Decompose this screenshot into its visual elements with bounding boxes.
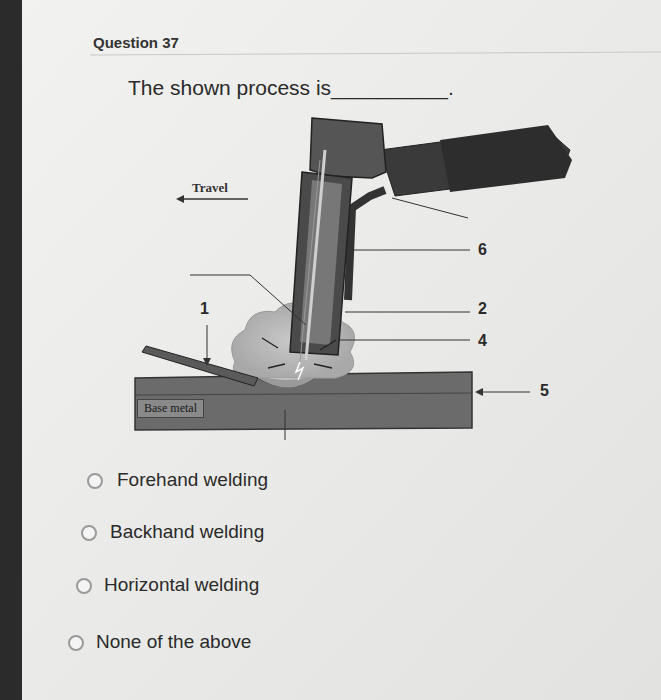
torch-head [310, 118, 386, 178]
gas-flow-arrow [262, 338, 278, 348]
filler-rod [142, 346, 258, 386]
gas-flow-arrow [320, 340, 336, 350]
leader-line [340, 340, 470, 341]
gas-flow-arrow [268, 364, 285, 368]
radio-buttons [69, 474, 102, 650]
plate-line [135, 393, 472, 395]
callout-number: 4 [478, 332, 487, 350]
question-text: The shown process is__________. [128, 76, 454, 100]
electrode-holder [300, 160, 320, 362]
arc [296, 362, 303, 380]
callout-number: 1 [200, 300, 209, 318]
torch-handle [440, 125, 572, 192]
travel-label: Travel [192, 180, 228, 196]
base-metal-plate [135, 372, 472, 430]
arrow-head [475, 388, 483, 396]
screen-edge [0, 0, 22, 700]
divider [90, 52, 661, 55]
gas-hose [348, 190, 385, 300]
arrow-head [176, 195, 184, 203]
leader-line [392, 198, 468, 218]
node-text: Base metal [144, 401, 197, 416]
answer-option: Horizontal welding [104, 574, 259, 596]
question-number: Question 37 [93, 34, 179, 51]
travel-arrow [182, 198, 248, 200]
base-metal-tag: Base metal [137, 399, 204, 418]
tungsten-electrode [306, 150, 325, 360]
callout-number: 2 [478, 300, 487, 318]
leader-line [190, 275, 250, 276]
leader-line [207, 325, 208, 360]
leader-line [352, 250, 470, 251]
leader-line [285, 410, 286, 440]
answer-option: None of the above [96, 631, 251, 653]
arrow-head [203, 358, 211, 366]
answer-option: Forehand welding [117, 469, 268, 491]
answer-option: Backhand welding [110, 521, 264, 543]
callout-number: 5 [540, 382, 549, 400]
gas-flow-arrow [314, 364, 332, 368]
leader-line [482, 392, 530, 393]
callout-number: 6 [478, 241, 487, 259]
leader-line [250, 275, 306, 325]
leader-line [345, 312, 470, 313]
